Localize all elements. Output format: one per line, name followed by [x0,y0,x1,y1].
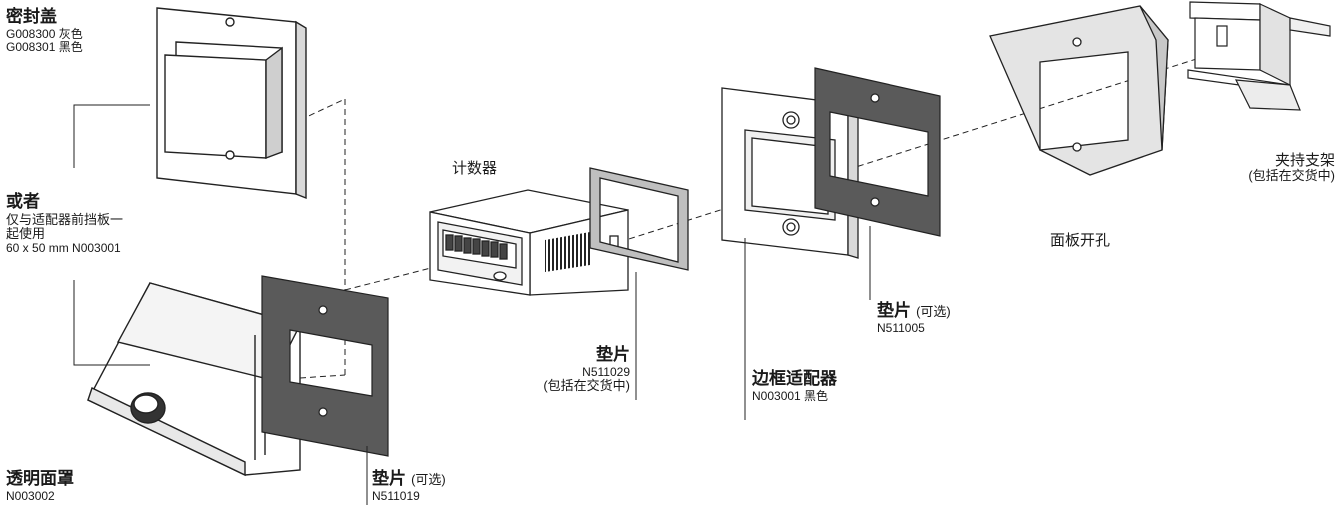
gasket-bottom-note: (可选) [411,472,446,487]
alternative-title: 或者 [6,192,40,212]
gasket-optional-title: 垫片 [877,301,911,321]
clamp-label: 夹持支架 (包括在交货中) [1205,151,1335,184]
alternative-line3: 60 x 50 mm N003001 [6,241,121,256]
alternative-line2: 起使用 [6,226,46,242]
seal-cover-code-black: G008301 黑色 [6,40,83,55]
seal-cover-label: 密封盖 G008300 灰色 G008301 黑色 [6,7,83,55]
clear-cover-label: 透明面罩 N003002 [6,469,74,503]
gasket-optional-label: 垫片 (可选) N511005 [877,301,951,335]
gasket-included-part [589,167,689,271]
counter-part [429,189,629,296]
seal-cover-part [156,7,307,200]
gasket-optional-code: N511005 [877,320,925,335]
gasket-bottom-title: 垫片 [372,469,406,489]
gasket-bottom-part [261,275,389,457]
panel-cutout-part [989,5,1169,176]
gasket-included-title: 垫片 [596,345,630,365]
frame-adapter-code: N003001 黑色 [752,388,829,403]
counter-label: 计数器 [452,159,498,177]
seal-cover-title: 密封盖 [6,7,57,27]
clamp-bracket-part [1187,1,1331,111]
alternative-line1: 仅与适配器前挡板一 [6,211,124,227]
frame-adapter-title: 边框适配器 [752,369,837,389]
seal-cover-code-gray: G008300 灰色 [6,26,83,41]
gasket-bottom-label: 垫片 (可选) N511019 [372,469,446,503]
gasket-included-code: N511029 [582,364,630,379]
clear-cover-part [87,282,302,477]
clamp-title: 夹持支架 [1274,151,1335,169]
clamp-note: (包括在交货中) [1248,168,1335,184]
clear-cover-code: N003002 [6,488,55,503]
panel-cutout-label: 面板开孔 [1050,231,1111,249]
alternative-label: 或者 仅与适配器前挡板一 起使用 60 x 50 mm N003001 [6,192,124,256]
gasket-included-label: 垫片 N511029 (包括在交货中) [520,345,630,394]
gasket-optional-part [814,67,941,237]
gasket-bottom-code: N511019 [372,488,420,503]
clear-cover-title: 透明面罩 [6,469,74,489]
gasket-optional-note: (可选) [916,304,951,319]
frame-adapter-label: 边框适配器 N003001 黑色 [752,369,837,403]
gasket-included-note: (包括在交货中) [543,378,630,394]
callout-leaders [73,104,871,505]
